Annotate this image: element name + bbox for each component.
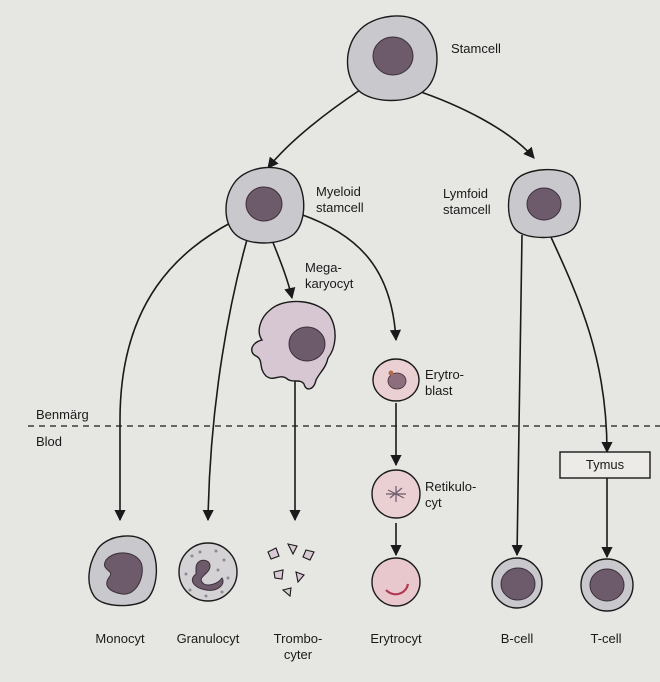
trombocyter-label-line1: Trombo- (274, 631, 323, 647)
tcell-label: T-cell (590, 631, 621, 647)
blod-label: Blod (36, 434, 62, 450)
arrow-myeloid-to-megakaryocyt (272, 240, 292, 298)
megakaryocyt-label: Mega- karyocyt (305, 260, 353, 292)
trombocyter-cells (268, 544, 314, 596)
arrow-myeloid-to-granulocyt (208, 236, 248, 520)
stamcell-cell (348, 16, 438, 101)
retikulocyt-label-line2: cyt (425, 495, 476, 511)
megakaryocyt-label-line1: Mega- (305, 260, 353, 276)
trombocyter-label-line2: cyter (274, 647, 323, 663)
arrow-stamcell-to-myeloid (268, 90, 360, 168)
granulocyt-label: Granulocyt (177, 631, 240, 647)
retikulocyt-label: Retikulo- cyt (425, 479, 476, 511)
trombocyter-label: Trombo- cyter (274, 631, 323, 663)
arrow-lymfoid-to-bcell (517, 235, 522, 555)
tcell-cell (581, 559, 633, 611)
arrows (120, 90, 607, 557)
erytroblast-label: Erytro- blast (425, 367, 464, 399)
myeloid-label-line2: stamcell (316, 200, 364, 216)
myeloid-stamcell-cell (226, 167, 304, 243)
arrow-stamcell-to-lymfoid (415, 90, 534, 158)
arrow-myeloid-to-monocyt (120, 222, 232, 520)
megakaryocyt-cell (252, 301, 335, 388)
tymus-label: Tymus (586, 457, 624, 473)
myeloid-label-line1: Myeloid (316, 184, 364, 200)
myeloid-stamcell-label: Myeloid stamcell (316, 184, 364, 216)
lymfoid-stamcell-cell (509, 170, 581, 238)
lymfoid-stamcell-label: Lymfoid stamcell (443, 186, 491, 218)
benmarg-label: Benmärg (36, 407, 89, 423)
retikulocyt-cell (372, 470, 420, 518)
retikulocyt-label-line1: Retikulo- (425, 479, 476, 495)
monocyt-label: Monocyt (95, 631, 144, 647)
lymfoid-label-line2: stamcell (443, 202, 491, 218)
erytrocyt-cell (372, 558, 420, 606)
lymfoid-label-line1: Lymfoid (443, 186, 491, 202)
erytrocyt-label: Erytrocyt (370, 631, 421, 647)
erytroblast-cell (373, 359, 419, 401)
megakaryocyt-label-line2: karyocyt (305, 276, 353, 292)
arrow-lymfoid-to-tymus (550, 235, 607, 452)
monocyt-cell (89, 536, 156, 606)
erytroblast-label-line1: Erytro- (425, 367, 464, 383)
granulocyt-cell (179, 543, 237, 601)
bcell-cell (492, 558, 542, 608)
erytroblast-label-line2: blast (425, 383, 464, 399)
bcell-label: B-cell (501, 631, 534, 647)
stamcell-label: Stamcell (451, 41, 501, 57)
